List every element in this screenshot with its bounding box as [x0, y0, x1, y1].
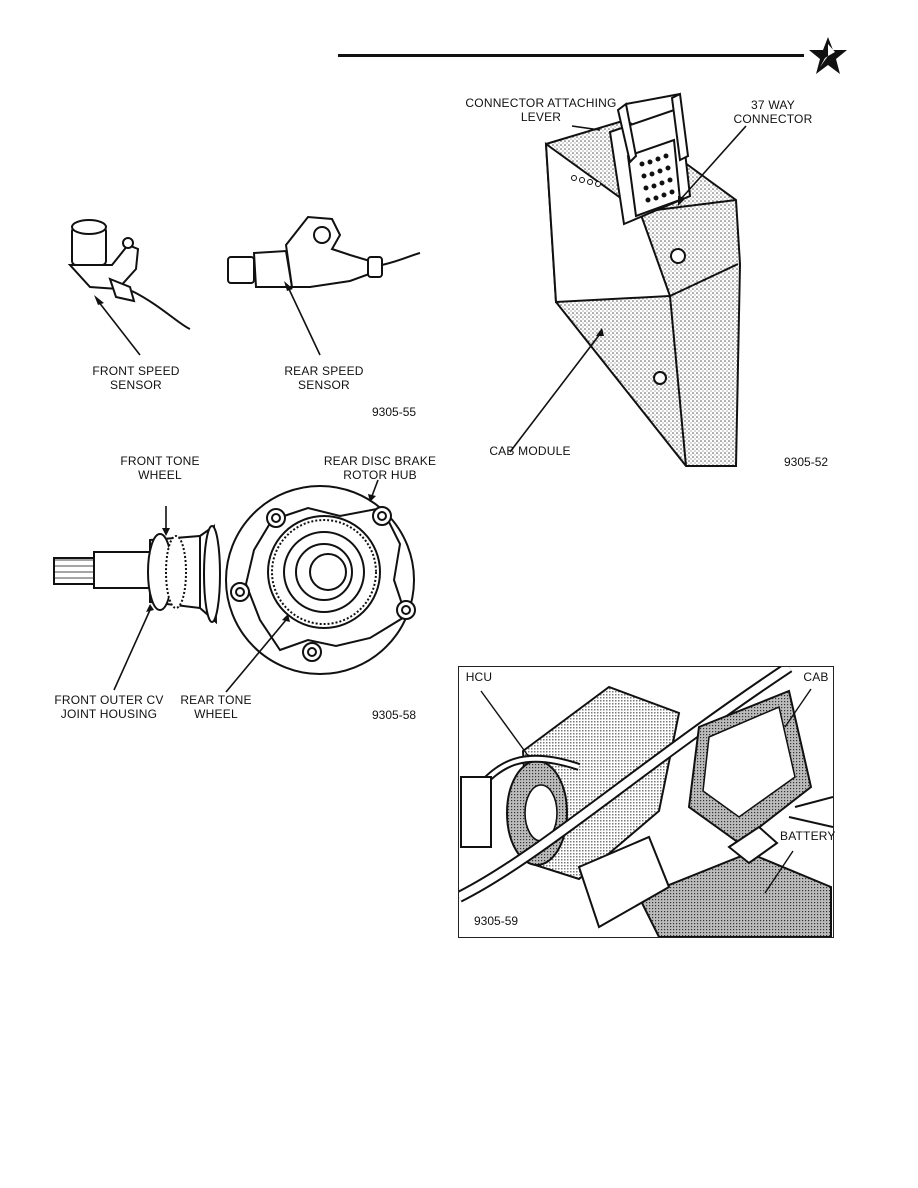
cab-label: CAB [803, 670, 829, 684]
cab-module-label: CAB MODULE [489, 444, 571, 458]
front-speed-label-line2: SENSOR [110, 378, 162, 392]
cv-shaft-drawing [53, 524, 221, 625]
front-tone-label-line2: WHEEL [138, 468, 182, 482]
connector-label-line2: CONNECTOR [733, 112, 813, 126]
front-speed-sensor-drawing [67, 219, 191, 330]
rotor-hub-drawing [225, 485, 416, 675]
front-speed-sensor-label: FRONT SPEED SENSOR [82, 364, 190, 392]
figure-number-engine-bay: 9305-59 [474, 914, 519, 928]
connector-label-line1: 37 WAY [751, 98, 795, 112]
figure-number-tone-wheels: 9305-58 [372, 708, 417, 722]
header-rule [338, 54, 804, 57]
rotor-hub-label-line1: REAR DISC BRAKE [323, 454, 437, 468]
cab-module-illustration [509, 92, 747, 467]
front-tone-wheel-label: FRONT TONE WHEEL [105, 454, 215, 482]
connector-37-way-label: 37 WAY CONNECTOR [720, 98, 826, 126]
lever-label-line1: CONNECTOR ATTACHING [465, 96, 617, 110]
cv-joint-label-line2: JOINT HOUSING [60, 707, 158, 721]
rear-speed-label-line1: REAR SPEED [284, 364, 364, 378]
rear-tone-label-line1: REAR TONE [180, 693, 252, 707]
cv-joint-label-line1: FRONT OUTER CV [54, 693, 164, 707]
lever-label-line2: LEVER [520, 110, 562, 124]
rear-speed-sensor-drawing [227, 215, 421, 288]
rotor-hub-label-line2: ROTOR HUB [343, 468, 417, 482]
front-speed-label-line1: FRONT SPEED [92, 364, 180, 378]
rear-tone-wheel-label: REAR TONE WHEEL [176, 693, 256, 721]
figure-number-cab-module: 9305-52 [784, 455, 829, 469]
rear-speed-label-line2: SENSOR [298, 378, 350, 392]
battery-label: BATTERY [780, 829, 836, 843]
cv-joint-housing-label: FRONT OUTER CV JOINT HOUSING [50, 693, 168, 721]
speed-sensor-illustration [67, 215, 421, 356]
figure-number-sensors: 9305-55 [372, 405, 417, 419]
rear-speed-sensor-label: REAR SPEED SENSOR [270, 364, 378, 392]
pentastar-icon [809, 37, 847, 74]
rear-tone-label-line2: WHEEL [194, 707, 238, 721]
engine-bay-illustration [458, 666, 834, 938]
front-tone-label-line1: FRONT TONE [120, 454, 200, 468]
tone-wheel-illustration [53, 479, 416, 693]
connector-lever-label: CONNECTOR ATTACHING LEVER [458, 96, 624, 124]
rotor-hub-label: REAR DISC BRAKE ROTOR HUB [320, 454, 440, 482]
hcu-label: HCU [465, 670, 493, 684]
